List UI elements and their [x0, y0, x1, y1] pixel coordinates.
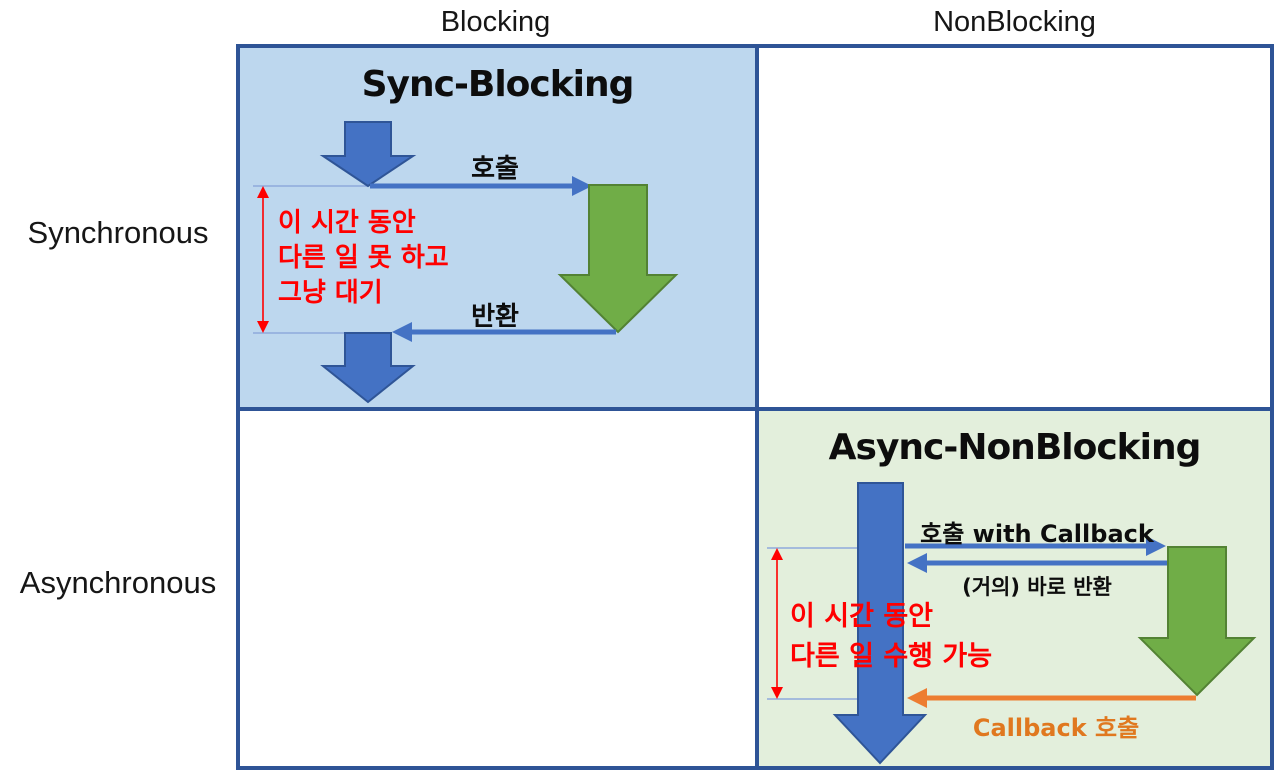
free-measure-top-arrowhead — [771, 548, 783, 560]
callee-green-down-arrow — [557, 184, 679, 334]
nonblocking-free-note: 이 시간 동안 다른 일 수행 가능 — [790, 597, 992, 677]
callee-green-down-arrow — [1137, 546, 1257, 697]
caller-down-arrow — [319, 121, 417, 188]
matrix-grid: Sync-Blocking 호출 반환 이 시간 동안 다른 일 못 하고 그냥… — [236, 44, 1274, 770]
sync-blocking-title: Sync-Blocking — [361, 64, 635, 105]
free-measure-bottom-arrowhead — [771, 687, 783, 699]
wait-note-line-1: 이 시간 동안 — [278, 208, 416, 238]
call-label: 호출 — [471, 154, 519, 184]
column-header-blocking: Blocking — [440, 6, 551, 38]
return-label: 반환 — [471, 302, 519, 332]
callback-call-label: Callback 호출 — [972, 714, 1140, 742]
wait-note-line-2: 다른 일 못 하고 — [278, 243, 449, 273]
return-arrow-head — [392, 322, 412, 342]
cell-async-nonblocking: Async-NonBlocking 호출 with Callback (거의) … — [759, 411, 1270, 766]
caller-resume-down-arrow — [320, 332, 416, 404]
async-nonblocking-title: Async-NonBlocking — [828, 427, 1202, 468]
row-header-synchronous: Synchronous — [27, 215, 209, 250]
column-header-nonblocking: NonBlocking — [933, 6, 1096, 38]
callback-arrow-head — [907, 688, 927, 708]
free-note-line-1: 이 시간 동안 — [790, 601, 933, 632]
call-arrow-head — [572, 176, 592, 196]
sync-blocking-flow-graphic — [253, 121, 679, 404]
immediate-return-label: (거의) 바로 반환 — [962, 575, 1112, 599]
blocking-wait-note: 이 시간 동안 다른 일 못 하고 그냥 대기 — [278, 206, 449, 311]
cell-sync-nonblocking-empty — [759, 48, 1270, 407]
immediate-return-arrow-head — [907, 553, 927, 573]
cell-sync-blocking: Sync-Blocking 호출 반환 이 시간 동안 다른 일 못 하고 그냥… — [240, 48, 755, 407]
wait-measure-bottom-arrowhead — [257, 321, 269, 333]
call-with-callback-arrow-head — [1146, 536, 1166, 556]
wait-measure-top-arrowhead — [257, 186, 269, 198]
free-note-line-2: 다른 일 수행 가능 — [790, 641, 993, 672]
call-with-callback-label: 호출 with Callback — [920, 520, 1154, 548]
wait-note-line-3: 그냥 대기 — [278, 278, 383, 308]
caller-continuous-down-arrow — [832, 482, 928, 765]
async-nonblocking-flow-graphic — [767, 482, 1257, 765]
cell-async-blocking-empty — [240, 411, 755, 766]
grid-horizontal-divider — [240, 407, 1270, 411]
row-header-asynchronous: Asynchronous — [19, 565, 217, 600]
